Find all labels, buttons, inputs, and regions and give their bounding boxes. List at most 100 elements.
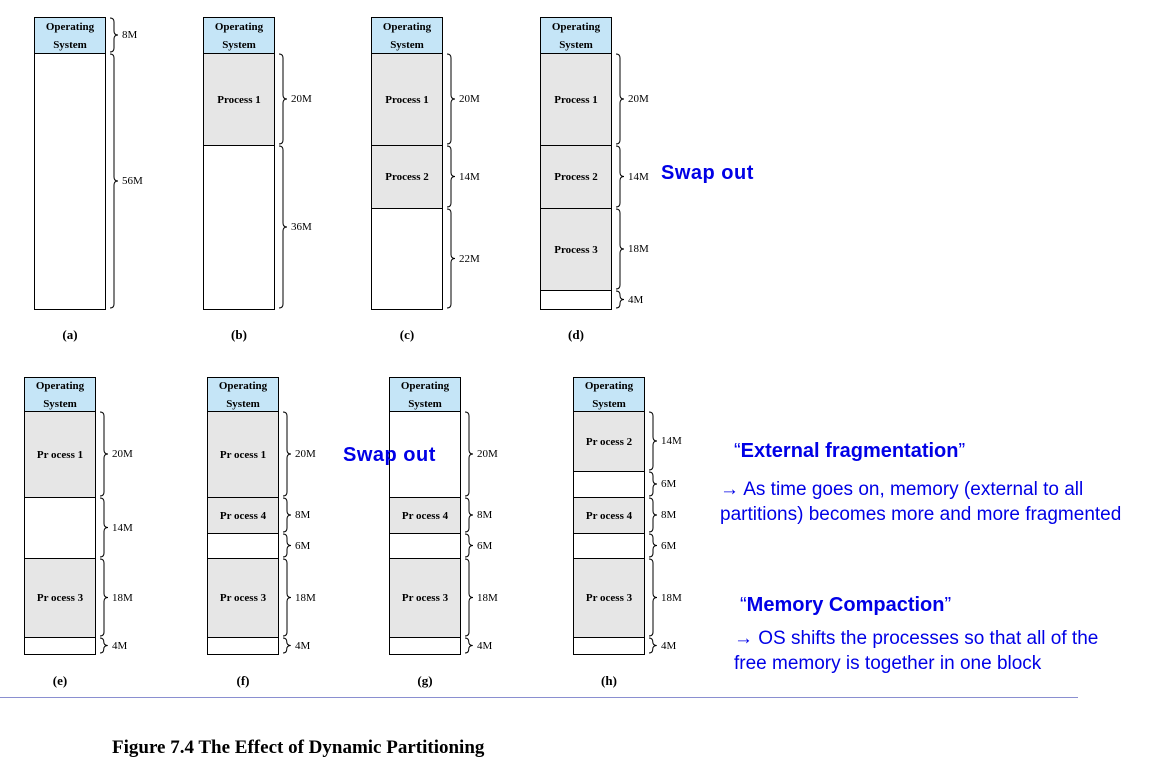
process-label: Process 3: [554, 243, 598, 256]
panel-g-size-brace: [464, 533, 474, 558]
panel-b-os-block: Operating System: [203, 17, 275, 54]
panel-f-size-label: 18M: [295, 591, 316, 604]
panel-d-process-block: Process 1: [540, 53, 612, 146]
panel-g-size-label: 4M: [477, 639, 493, 652]
panel-g-os-block: Operating System: [389, 377, 461, 412]
process-label: Pr ocess 2: [585, 435, 633, 448]
panel-e-size-label: 20M: [112, 448, 133, 460]
process-label: Pr ocess 1: [219, 448, 267, 461]
external-fragmentation-text: → As time goes on, memory (external to a…: [720, 479, 1122, 525]
panel-d-size-brace: [615, 145, 625, 208]
panel-e-size-label: 18M: [112, 591, 133, 604]
panel-g-size-brace: [464, 637, 473, 654]
divider-rule: [0, 697, 1078, 698]
os-label: Operating System: [218, 379, 268, 410]
panel-b-size-brace: [278, 145, 288, 309]
panel-e-size-brace: [99, 637, 108, 654]
panel-f-process-block: Pr ocess 4: [207, 497, 279, 534]
panel-g-process-block: Pr ocess 3: [389, 558, 461, 638]
panel-g-size-brace: [464, 558, 474, 637]
panel-a-size-label: 8M: [122, 29, 138, 41]
panel-d-os-block: Operating System: [540, 17, 612, 54]
panel-f-size-brace: [282, 637, 291, 654]
panel-e-size-brace: [99, 558, 109, 637]
panel-g-size-label: 20M: [477, 448, 498, 460]
process-label: Pr ocess 4: [401, 509, 449, 522]
panel-c-size-label: 14M: [459, 170, 480, 183]
panel-f-os-block: Operating System: [207, 377, 279, 412]
panel-e-free-block: [24, 637, 96, 655]
panel-h-size-label: 6M: [661, 539, 677, 552]
panel-c-free-block: [371, 208, 443, 310]
panel-h-size-label: 8M: [661, 509, 677, 521]
swap-out-label-f: Swap out: [343, 444, 436, 466]
panel-h-process-block: Pr ocess 4: [573, 497, 645, 534]
panel-h-free-block: [573, 637, 645, 655]
panel-d-size-brace: [615, 53, 625, 145]
panel-a-size-brace: [109, 53, 119, 309]
panel-c-size-brace: [446, 208, 456, 309]
panel-f-size-label: 4M: [295, 639, 311, 652]
figure-caption: Figure 7.4 The Effect of Dynamic Partiti…: [112, 737, 485, 758]
panel-c-size-label: 20M: [459, 93, 480, 105]
panel-g-size-label: 18M: [477, 591, 498, 604]
panel-h-size-label: 14M: [661, 435, 682, 447]
panel-g-free-block: [389, 411, 461, 498]
panel-g-size-label: 8M: [477, 509, 493, 521]
panel-h-size-brace: [648, 471, 658, 497]
panel-h-process-block: Pr ocess 3: [573, 558, 645, 638]
panel-b-size-label: 36M: [291, 221, 312, 233]
panel-f-size-brace: [282, 497, 292, 533]
os-label: Operating System: [45, 20, 95, 51]
process-label: Process 1: [554, 93, 598, 106]
process-label: Pr ocess 3: [585, 592, 633, 604]
panel-e-size-brace: [99, 497, 109, 558]
panel-d-process-block: Process 2: [540, 145, 612, 209]
process-label: Pr ocess 3: [401, 592, 449, 604]
panel-e-size-label: 14M: [112, 521, 133, 534]
process-label: Process 1: [385, 93, 429, 106]
panel-f-size-label: 20M: [295, 448, 316, 460]
process-label: Process 1: [217, 93, 261, 106]
memory-compaction-heading: “Memory Compaction”: [740, 594, 952, 616]
panel-h-size-label: 4M: [661, 639, 677, 652]
panel-e-process-block: Pr ocess 1: [24, 411, 96, 498]
os-label: Operating System: [584, 379, 634, 410]
panel-g-size-brace: [464, 497, 474, 533]
panel-d-size-label: 4M: [628, 293, 644, 306]
os-label: Operating System: [382, 20, 432, 51]
panel-g-size-brace: [464, 411, 474, 497]
panel-c-process-block: Process 1: [371, 53, 443, 146]
panel-h-free-block: [573, 471, 645, 498]
panel-d-size-brace: [615, 290, 625, 309]
process-label: Pr ocess 4: [219, 509, 267, 522]
panel-b-size-label: 20M: [291, 93, 312, 105]
panel-f-free-block: [207, 637, 279, 655]
panel-g-free-block: [389, 637, 461, 655]
os-label: Operating System: [214, 20, 264, 51]
memory-compaction-text: → OS shifts the processes so that all of…: [734, 628, 1099, 674]
process-label: Process 2: [554, 171, 598, 183]
panel-h-size-label: 6M: [661, 478, 677, 490]
panel-e-process-block: Pr ocess 3: [24, 558, 96, 638]
process-label: Pr ocess 3: [219, 592, 267, 604]
panel-h-os-block: Operating System: [573, 377, 645, 412]
os-label: Operating System: [400, 379, 450, 410]
panel-c-size-label: 22M: [459, 252, 480, 265]
panel-h-process-block: Pr ocess 2: [573, 411, 645, 472]
panel-g-free-block: [389, 533, 461, 559]
panel-d-label: (d): [568, 327, 584, 342]
process-label: Process 2: [385, 171, 429, 183]
os-label: Operating System: [35, 379, 85, 410]
panel-c-size-brace: [446, 53, 456, 145]
panel-g-process-block: Pr ocess 4: [389, 497, 461, 534]
panel-a-size-label: 56M: [122, 175, 143, 187]
panel-d-size-brace: [615, 208, 625, 290]
panel-d-free-block: [540, 290, 612, 310]
external-fragmentation-heading: “External fragmentation”: [734, 440, 966, 462]
panel-e-label: (e): [52, 673, 68, 688]
panel-f-size-label: 8M: [295, 509, 311, 521]
panel-f-size-brace: [282, 533, 292, 558]
panel-h-size-brace: [648, 497, 658, 533]
panel-e-os-block: Operating System: [24, 377, 96, 412]
